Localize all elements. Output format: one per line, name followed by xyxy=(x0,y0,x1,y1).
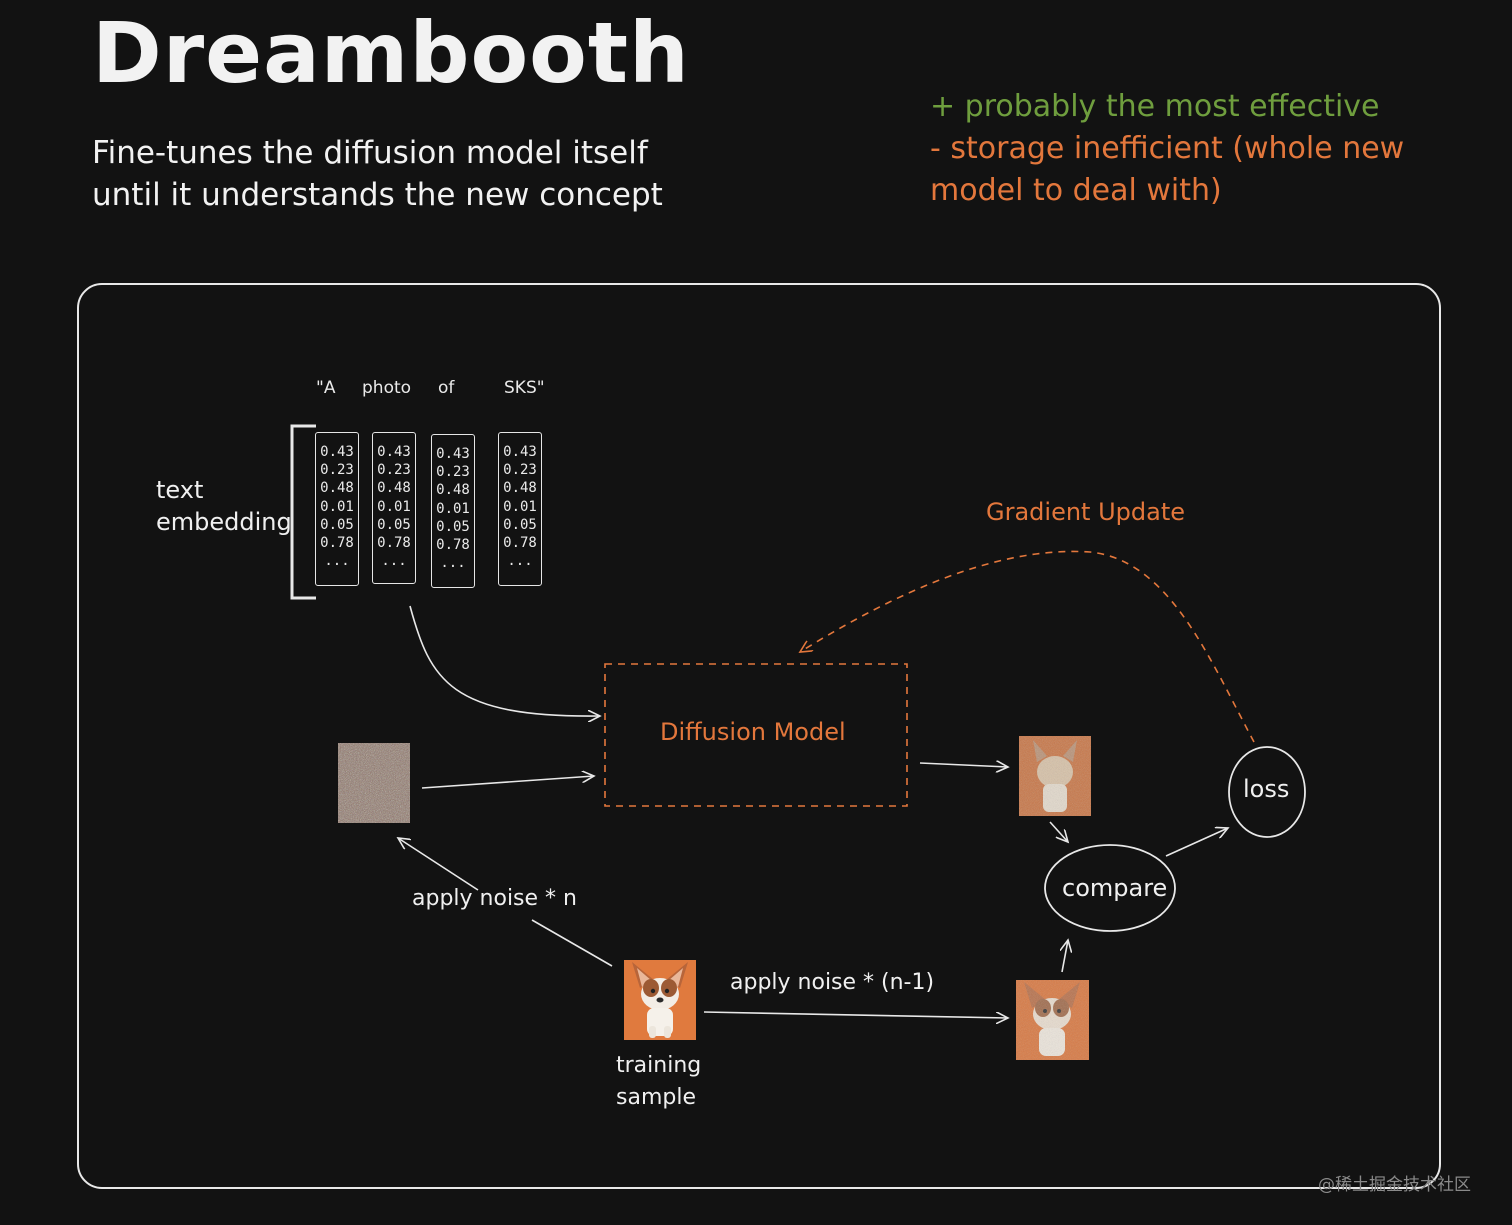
embedding-value: ... xyxy=(440,555,466,572)
embedding-value: ... xyxy=(507,553,533,570)
predicted-image xyxy=(1019,736,1091,816)
model-to-prediction-arrow xyxy=(919,763,1008,767)
sample-to-noise-arrow-a xyxy=(531,919,613,967)
embedding-value: 0.48 xyxy=(436,482,470,499)
noisy-target-image xyxy=(1016,980,1089,1060)
embedding-value: 0.48 xyxy=(377,480,411,497)
embedding-value: 0.78 xyxy=(377,535,411,552)
training-sample-label: training sample xyxy=(616,1050,701,1114)
embedding-value: 0.43 xyxy=(377,444,411,460)
text-embedding-label-line-2: embedding xyxy=(156,508,292,536)
page-title: Dreambooth xyxy=(92,4,690,102)
gradient-update-label: Gradient Update xyxy=(986,498,1186,526)
loss-node xyxy=(1228,746,1306,838)
embedding-value: 0.43 xyxy=(436,446,470,462)
token-photo: photo xyxy=(362,378,412,398)
diagram-frame xyxy=(77,283,1441,1189)
embedding-value: 0.23 xyxy=(503,462,537,479)
sample-to-target-arrow xyxy=(703,1011,1008,1018)
text-embedding-label: text embedding xyxy=(156,474,292,538)
subtitle: Fine-tunes the diffusion model itself un… xyxy=(92,132,663,216)
embedding-column-3: 0.43 0.23 0.48 0.01 0.05 0.78 ... xyxy=(431,434,475,588)
sample-to-noise-arrow-b xyxy=(398,838,479,891)
target-to-compare-arrow xyxy=(1062,940,1068,973)
diffusion-model-label: Diffusion Model xyxy=(660,718,846,746)
embedding-bracket xyxy=(290,424,316,600)
embedding-value: ... xyxy=(381,553,407,570)
noise-image-graphic xyxy=(338,743,410,823)
embedding-column-1: 0.43 0.23 0.48 0.01 0.05 0.78 ... xyxy=(315,432,359,586)
apply-noise-n-label: apply noise * n xyxy=(412,886,577,911)
embedding-value: 0.01 xyxy=(377,498,411,515)
embedding-value: 0.43 xyxy=(503,444,537,460)
cons-note: - storage inefficient (whole new model t… xyxy=(930,128,1404,212)
embedding-value: 0.23 xyxy=(377,462,411,479)
apply-noise-n-minus-1-label: apply noise * (n-1) xyxy=(730,970,935,995)
embedding-value: 0.23 xyxy=(320,462,354,479)
embedding-value: 0.43 xyxy=(320,444,354,460)
compare-label: compare xyxy=(1062,874,1168,902)
pros-note: + probably the most effective xyxy=(930,89,1380,124)
embedding-value: 0.78 xyxy=(436,537,470,554)
embedding-value: 0.48 xyxy=(320,480,354,497)
embedding-value: 0.05 xyxy=(377,516,411,533)
noisy-target-graphic xyxy=(1016,980,1089,1060)
embedding-column-2: 0.43 0.23 0.48 0.01 0.05 0.78 ... xyxy=(372,432,416,584)
training-sample-label-line-2: sample xyxy=(616,1085,696,1110)
training-sample-graphic xyxy=(624,960,696,1040)
cons-line-2: model to deal with) xyxy=(930,173,1222,208)
cons-line-1: - storage inefficient (whole new xyxy=(930,131,1405,166)
prediction-to-compare-arrow xyxy=(1049,821,1068,842)
embedding-column-4: 0.43 0.23 0.48 0.01 0.05 0.78 ... xyxy=(498,432,542,586)
subtitle-line-1: Fine-tunes the diffusion model itself xyxy=(92,135,648,171)
embedding-value: 0.78 xyxy=(503,535,537,552)
subtitle-line-2: until it understands the new concept xyxy=(92,177,663,213)
noise-to-model-arrow xyxy=(421,776,594,789)
embedding-value: 0.01 xyxy=(503,498,537,515)
gradient-update-arrow xyxy=(800,550,1255,743)
embedding-value: 0.78 xyxy=(320,535,354,552)
text-embedding-label-line-1: text xyxy=(156,476,204,504)
compare-to-loss-arrow xyxy=(1165,828,1228,857)
token-sks: SKS" xyxy=(504,378,545,398)
loss-label: loss xyxy=(1243,775,1290,803)
noise-image xyxy=(338,743,410,823)
embedding-value: 0.01 xyxy=(320,498,354,515)
token-a: "A xyxy=(316,378,336,398)
embedding-value: 0.48 xyxy=(503,480,537,497)
embedding-value: 0.01 xyxy=(436,500,470,517)
embedding-value: ... xyxy=(324,553,350,570)
embedding-value: 0.05 xyxy=(436,518,470,535)
embedding-to-model-arrow xyxy=(409,605,600,716)
compare-node xyxy=(1044,844,1176,932)
training-sample-image xyxy=(624,960,696,1040)
embedding-value: 0.23 xyxy=(436,464,470,481)
watermark: @稀土掘金技术社区 xyxy=(1318,1175,1471,1195)
training-sample-label-line-1: training xyxy=(616,1053,702,1078)
embedding-value: 0.05 xyxy=(503,516,537,533)
embedding-value: 0.05 xyxy=(320,516,354,533)
predicted-image-graphic xyxy=(1019,736,1091,816)
token-of: of xyxy=(438,378,455,398)
